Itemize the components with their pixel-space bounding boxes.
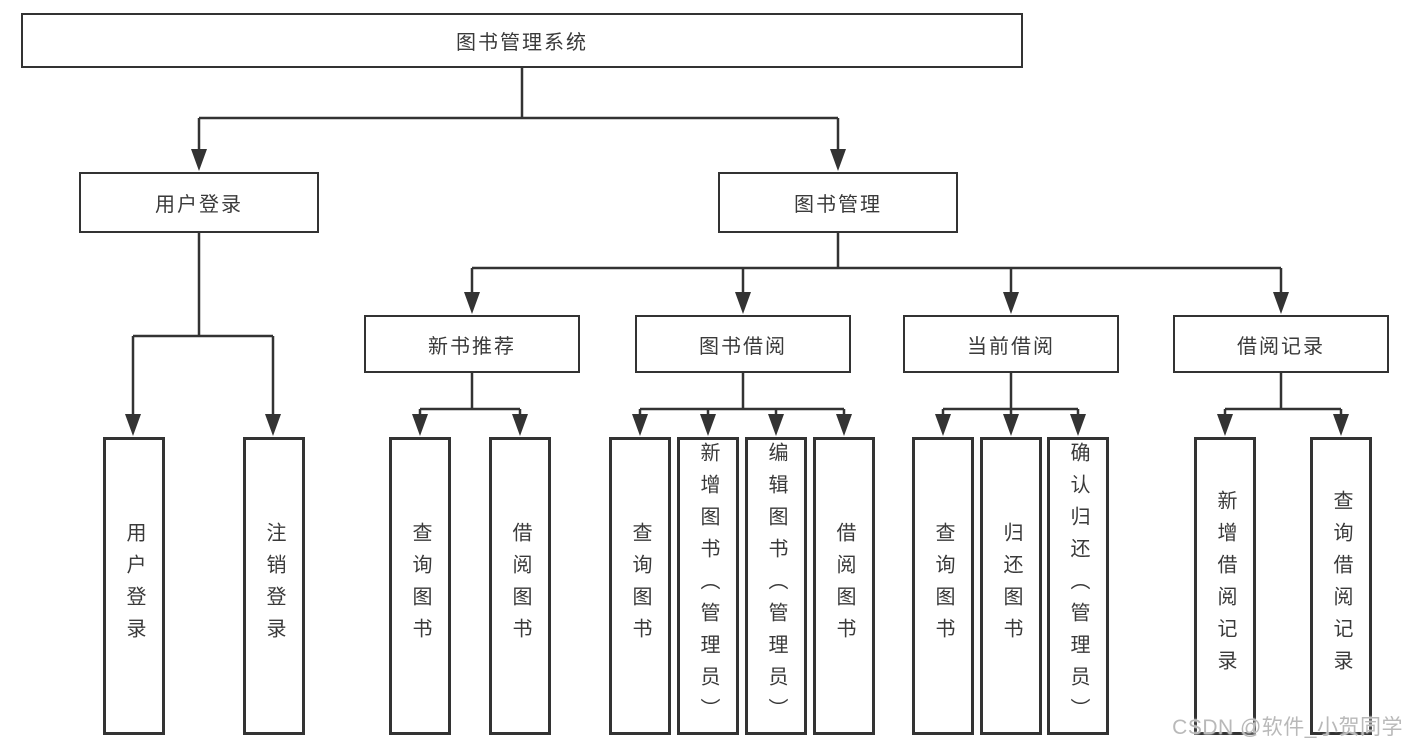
node-user-login-branch: 用户登录: [79, 172, 319, 233]
node-label: 新书推荐: [428, 335, 516, 358]
node-library-management-system: 图书管理系统: [21, 13, 1023, 68]
node-label: 新增借阅记录: [1214, 490, 1236, 682]
node-label: 查询图书: [629, 522, 651, 650]
node-new-book-recommendation: 新书推荐: [364, 315, 580, 373]
leaf-borrow-books-recommend: 借阅图书: [489, 437, 551, 735]
leaf-add-borrow-record: 新增借阅记录: [1194, 437, 1256, 735]
node-label: 归还图书: [1000, 522, 1022, 650]
node-current-borrowing: 当前借阅: [903, 315, 1119, 373]
node-label: 图书管理: [794, 194, 882, 216]
node-label: 查询图书: [409, 522, 431, 650]
node-label: 当前借阅: [967, 335, 1055, 358]
node-label: 确认归还（管理员）: [1067, 442, 1089, 730]
node-borrowing-records: 借阅记录: [1173, 315, 1389, 373]
node-book-borrowing: 图书借阅: [635, 315, 851, 373]
leaf-borrow-books: 借阅图书: [813, 437, 875, 735]
leaf-confirm-return-admin: 确认归还（管理员）: [1047, 437, 1109, 735]
node-book-management: 图书管理: [718, 172, 958, 233]
node-label: 图书借阅: [699, 335, 787, 358]
leaf-user-login: 用户登录: [103, 437, 165, 735]
leaf-logout: 注销登录: [243, 437, 305, 735]
leaf-return-book: 归还图书: [980, 437, 1042, 735]
leaf-query-borrow-record: 查询借阅记录: [1310, 437, 1372, 735]
leaf-query-books-borrow: 查询图书: [609, 437, 671, 735]
node-label: 查询借阅记录: [1330, 490, 1352, 682]
csdn-watermark: CSDN @软件_小贺同学: [1172, 716, 1403, 739]
node-label: 编辑图书（管理员）: [765, 442, 787, 730]
node-label: 借阅图书: [833, 522, 855, 650]
leaf-edit-book-admin: 编辑图书（管理员）: [745, 437, 807, 735]
node-label: 新增图书（管理员）: [697, 442, 719, 730]
node-label: 查询图书: [932, 522, 954, 650]
leaf-query-books-recommend: 查询图书: [389, 437, 451, 735]
leaf-query-books-current: 查询图书: [912, 437, 974, 735]
node-label: 借阅记录: [1237, 335, 1325, 358]
node-label: 图书管理系统: [456, 32, 588, 54]
node-label: 注销登录: [263, 522, 285, 650]
node-label: 用户登录: [155, 194, 243, 216]
leaf-add-book-admin: 新增图书（管理员）: [677, 437, 739, 735]
node-label: 借阅图书: [509, 522, 531, 650]
node-label: 用户登录: [123, 522, 145, 650]
